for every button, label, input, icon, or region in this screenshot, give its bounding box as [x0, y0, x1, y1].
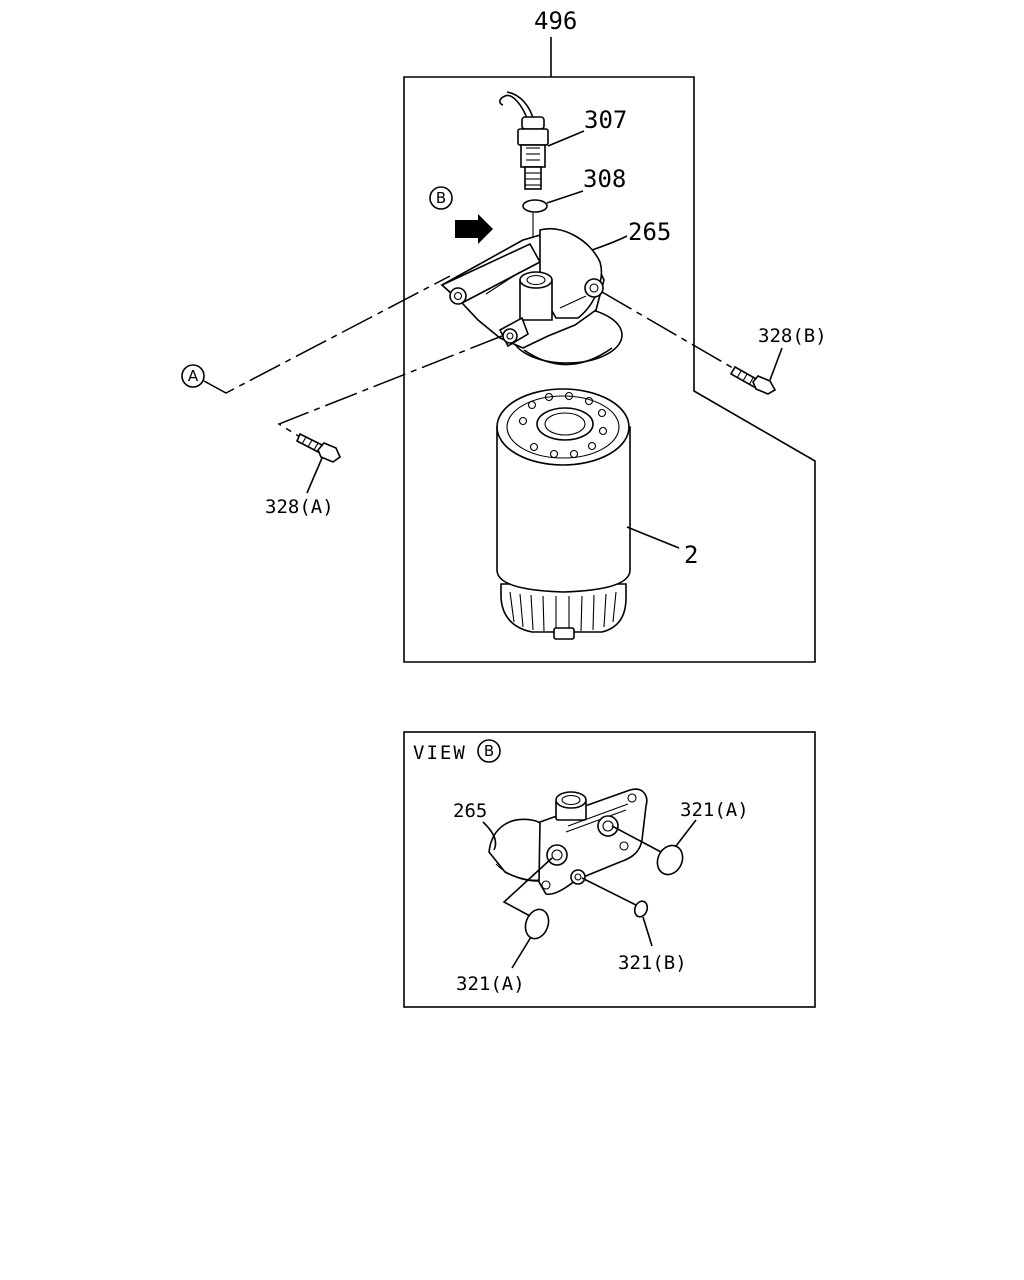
head-label[interactable]: 265	[628, 218, 671, 246]
oring-321a-top-label[interactable]: 321(A)	[680, 799, 749, 821]
ref-b-circle	[429, 186, 453, 210]
oring-top-leader	[546, 190, 584, 204]
oring-321b-label[interactable]: 321(B)	[618, 952, 687, 974]
bolt-b-leader	[769, 347, 783, 381]
view-b-head-leader	[482, 821, 497, 851]
ref-a-circle	[181, 364, 205, 388]
oring-321a-bottom-leader	[511, 936, 532, 969]
oring-308[interactable]	[522, 199, 548, 213]
sensor-leader	[547, 130, 585, 147]
head-leader	[591, 235, 628, 251]
view-direction-arrow-icon	[455, 214, 493, 244]
view-b-ref-circle	[477, 739, 501, 763]
ref-a-label[interactable]: A	[188, 367, 199, 385]
bolt-328a[interactable]	[295, 432, 341, 463]
oring-321a-top-leader	[675, 819, 697, 847]
oring-321b[interactable]	[633, 899, 650, 918]
oring-321a-top-guide	[611, 825, 662, 853]
bolt-b-axis-line	[601, 291, 739, 372]
sensor-label[interactable]: 307	[584, 106, 627, 134]
bolt-a-label[interactable]: 328(A)	[265, 496, 334, 518]
bolt-b-label[interactable]: 328(B)	[758, 325, 827, 347]
oring-321b-leader	[642, 916, 653, 947]
view-b-title[interactable]: VIEW	[413, 742, 467, 764]
assembly-label[interactable]: 496	[534, 7, 577, 35]
oring-321a-bottom-label[interactable]: 321(A)	[456, 973, 525, 995]
view-b-box	[403, 731, 816, 1008]
oring-top-label[interactable]: 308	[583, 165, 626, 193]
bolt-a-leader	[306, 457, 323, 494]
element-leader	[626, 526, 680, 549]
oring-321b-guide	[581, 877, 637, 906]
bolt-328b[interactable]	[729, 365, 777, 395]
ref-b-label[interactable]: B	[436, 189, 446, 207]
oring-321a-top[interactable]	[653, 841, 687, 878]
view-b-head-label[interactable]: 265	[453, 800, 487, 822]
ref-a-line	[203, 275, 451, 394]
view-b-ref-label[interactable]: B	[484, 742, 494, 760]
sensor-307[interactable]	[499, 91, 549, 190]
oring-321a-bottom[interactable]	[522, 906, 553, 942]
element-label[interactable]: 2	[684, 541, 698, 569]
oring-321a-bottom-guide	[502, 857, 553, 917]
filter-element-2[interactable]	[496, 388, 631, 640]
view-b-filter-head[interactable]	[488, 788, 648, 896]
bolt-a-axis-line	[277, 335, 503, 438]
assembly-outline	[403, 76, 816, 663]
filter-head-265[interactable]	[440, 227, 623, 366]
